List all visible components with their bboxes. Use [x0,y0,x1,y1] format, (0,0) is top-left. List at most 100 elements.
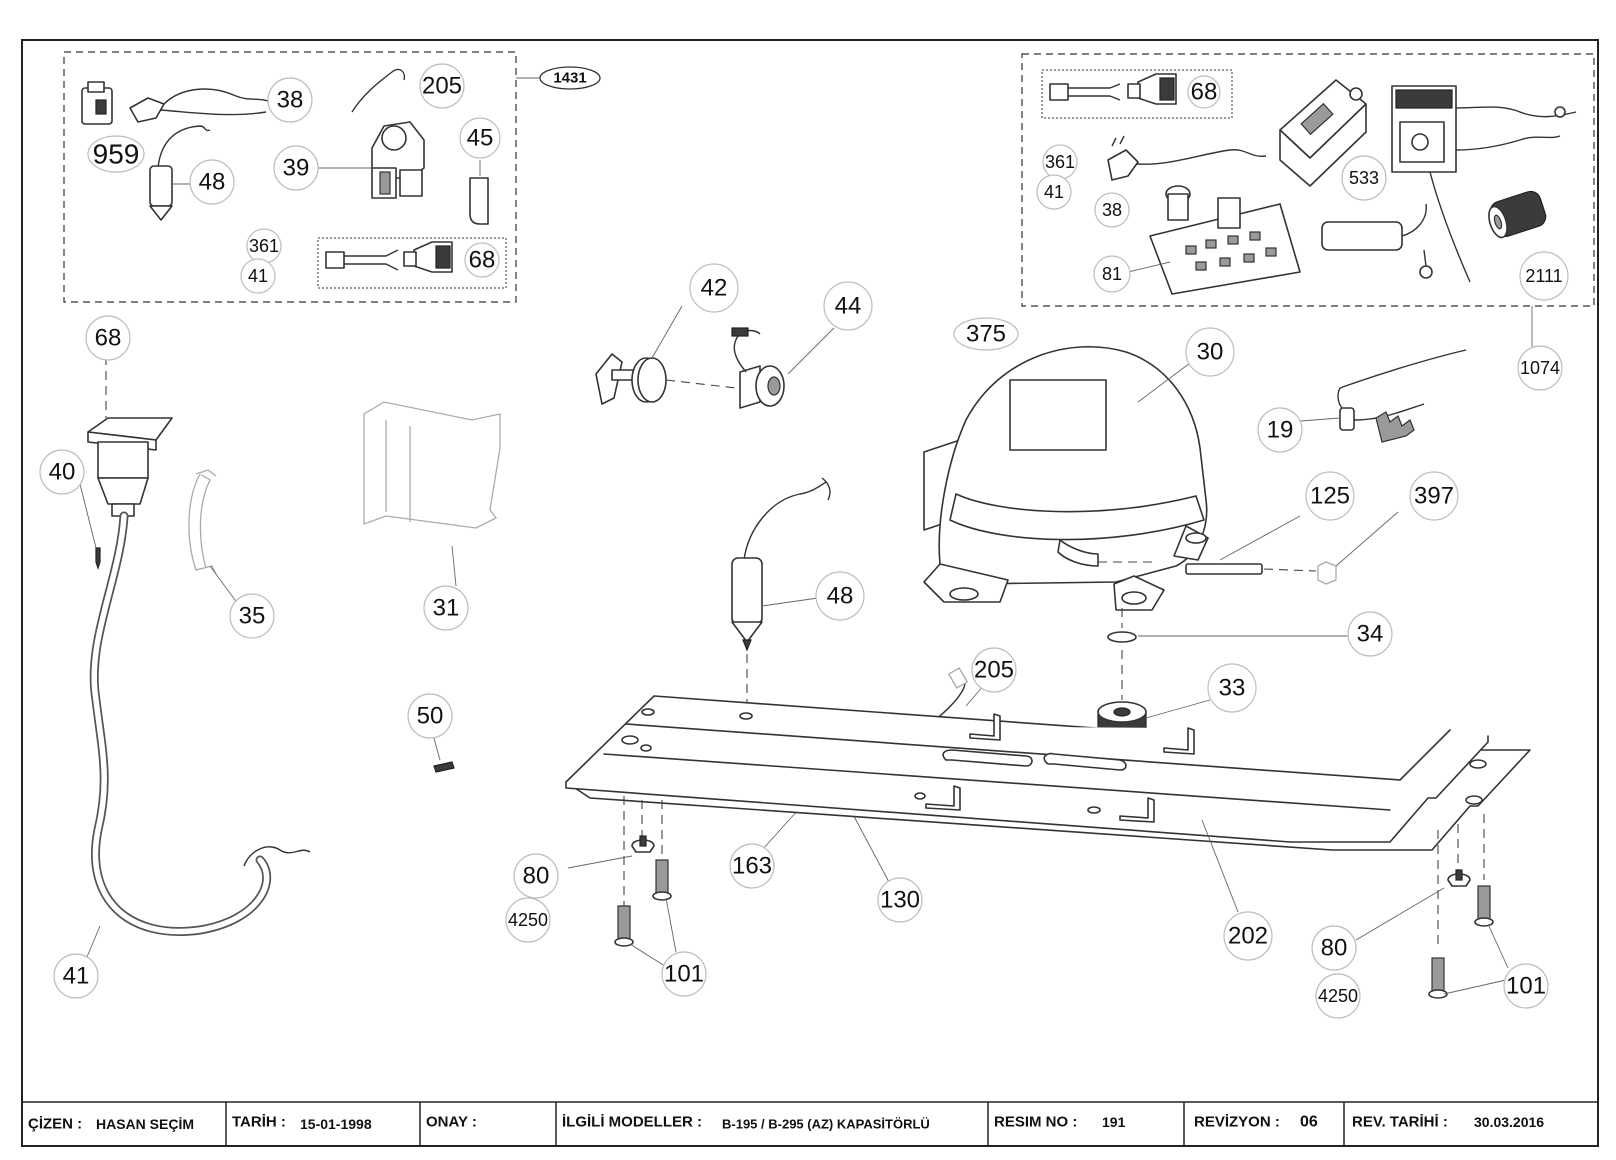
capacitor-main [731,477,831,710]
callout-38-top: 38 [267,77,313,123]
callout-4250-left: 4250 [505,897,551,943]
callout-label: 35 [239,603,266,630]
resim-no-label: RESIM NO : [994,1114,1077,1131]
drawing-frame [21,39,1599,1147]
callout-41-main: 41 [53,953,99,999]
bracket-35 [188,469,239,605]
callout-31: 31 [423,585,469,631]
callout-38-right: 38 [1094,192,1130,228]
callout-205-main: 205 [971,647,1017,693]
callout-label: 361 [249,236,279,256]
control-board [1127,185,1301,295]
callout-533: 533 [1341,155,1387,201]
callout-label: 4250 [1318,986,1358,1006]
callout-68-main: 68 [85,315,131,361]
callout-163: 163 [729,843,775,889]
callout-label: 1074 [1520,358,1560,378]
callout-label: 39 [283,155,310,182]
connector-harness-right [1049,73,1177,105]
relay-module-533 [1279,79,1367,187]
callout-101-right: 101 [1503,963,1549,1009]
base-plate [565,695,1531,913]
callout-label: 959 [93,139,140,170]
process-tube [1185,511,1399,585]
connector-harness-left [325,241,453,273]
callout-label: 48 [199,169,226,196]
callout-label: 33 [1219,675,1246,702]
callout-label: 41 [63,963,90,990]
callout-50: 50 [407,693,453,739]
onay-label: ONAY : [426,1114,477,1131]
compressor [923,345,1209,611]
callout-81: 81 [1093,255,1131,293]
foot-assembly-left [567,796,677,969]
rev-tarihi-label: REV. TARİHİ : [1352,1114,1448,1131]
callout-35: 35 [229,593,275,639]
callout-48-top: 48 [189,159,235,205]
callout-202: 202 [1223,911,1273,961]
callout-label: 4250 [508,910,548,930]
callout-40: 40 [39,449,85,495]
callout-label: 48 [827,583,854,610]
capacitor-small [149,125,211,221]
callout-label: 50 [417,703,444,730]
models-value: B-195 / B-295 (AZ) KAPASİTÖRLÜ [722,1117,930,1132]
tag-1431: 1431 [539,66,601,90]
callout-label: 34 [1357,621,1384,648]
callout-68-right-box: 68 [1187,75,1221,109]
callout-101-left: 101 [661,951,707,997]
thermostat-socket-assembly [79,356,311,965]
callout-42: 42 [689,263,739,313]
callout-label: 101 [1506,973,1546,1000]
connector-subbox-right [1041,69,1233,119]
callout-label: 533 [1349,168,1379,188]
callout-41-left-box: 41 [240,258,276,294]
cizen-label: ÇİZEN : [28,1116,82,1133]
kit-group-1074 [1021,53,1595,348]
kit-box-1074 [1021,53,1595,307]
run-capacitor [1321,203,1433,279]
callout-label: 80 [523,863,550,890]
callout-label: 205 [422,73,462,100]
connector-subbox-left [317,237,507,289]
wire-205-top [351,68,406,113]
callout-label: 45 [467,125,494,152]
callout-45: 45 [459,117,501,159]
tarih-label: TARİH : [232,1114,286,1131]
callout-label: 361 [1045,152,1075,172]
callout-48-main: 48 [815,571,865,621]
revizyon-value: 06 [1300,1114,1318,1131]
callout-80-left: 80 [513,853,559,899]
callout-30: 30 [1185,327,1235,377]
callout-34: 34 [1347,611,1393,657]
tarih-value: 15-01-1998 [300,1116,372,1132]
callout-205-top: 205 [419,63,465,109]
callout-1074: 1074 [1517,345,1563,391]
callout-80-right: 80 [1311,925,1357,971]
callout-361-left: 361 [246,228,282,264]
callout-label: 40 [49,459,76,486]
mains-plug [1107,135,1267,181]
callout-label: 81 [1102,264,1122,284]
callout-label: 68 [95,325,122,352]
callout-361-right: 361 [1042,144,1078,180]
callout-label: 163 [732,853,772,880]
foot-assembly-right [1355,814,1509,999]
callout-label: 38 [1102,200,1122,220]
ferrite-core [1488,190,1547,239]
callout-19: 19 [1257,407,1303,453]
cizen-value: HASAN SEÇİM [96,1116,194,1132]
callout-label: 375 [966,321,1006,348]
callout-label: 202 [1228,923,1268,950]
callout-label: 19 [1267,417,1294,444]
callout-label: 41 [248,266,268,286]
kit-box-1431 [63,51,517,303]
callout-label: 101 [664,961,704,988]
callout-39: 39 [273,145,319,191]
rev-tarihi-value: 30.03.2016 [1474,1114,1544,1130]
callout-label: 68 [469,247,496,274]
cover-31 [363,401,501,587]
callout-label: 397 [1414,483,1454,510]
callout-label: 44 [835,293,862,320]
washer-34 [1107,608,1348,700]
